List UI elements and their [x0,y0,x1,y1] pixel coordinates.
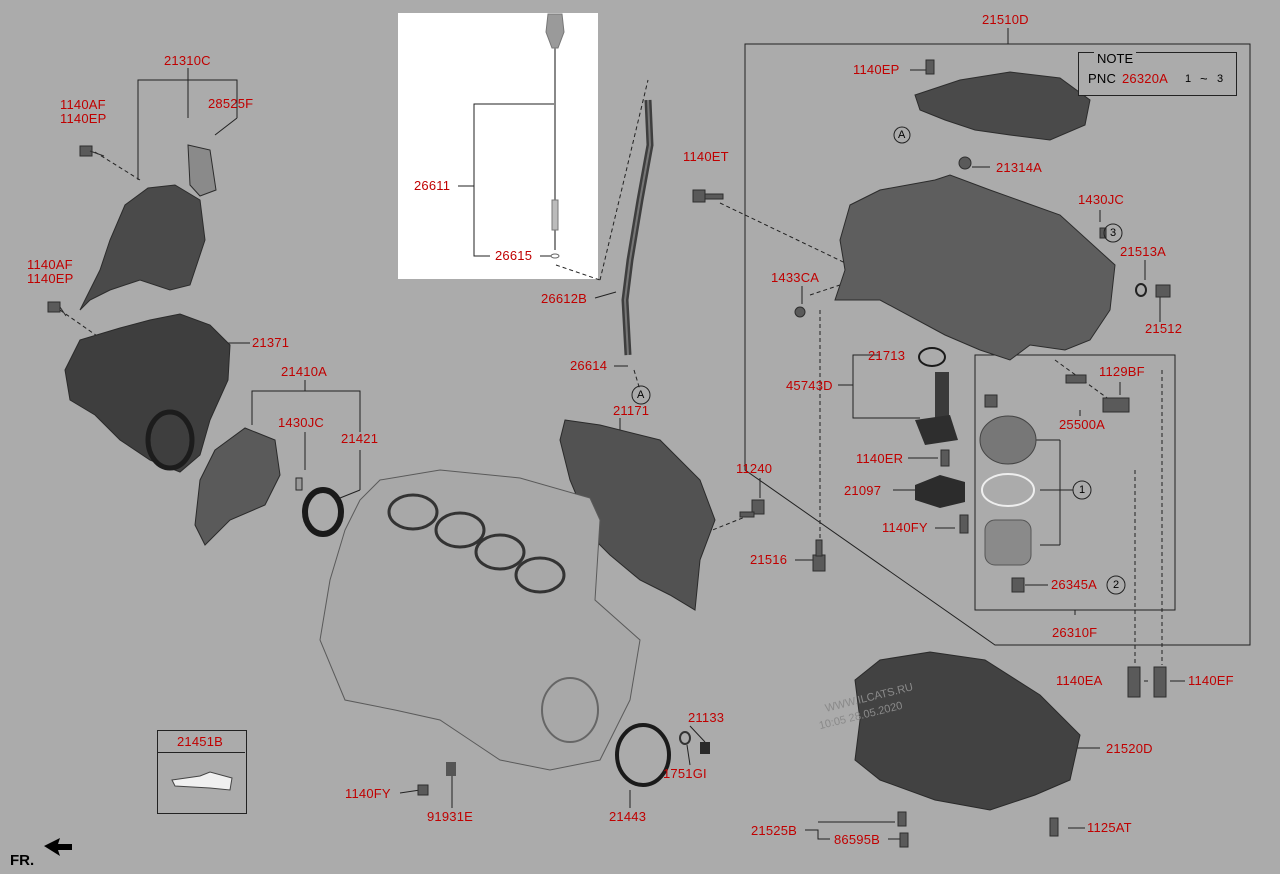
callout-2: 2 [1113,579,1120,591]
part-1140EP-upper[interactable]: 1140EP [60,111,107,126]
part-21314A[interactable]: 21314A [996,160,1043,175]
part-86595B[interactable]: 86595B [834,832,881,847]
part-1433CA[interactable]: 1433CA [771,270,820,285]
part-21171[interactable]: 21171 [613,403,650,418]
note-range-sep: ~ [1200,71,1208,86]
part-21512[interactable]: 21512 [1145,321,1183,336]
part-26611[interactable]: 26611 [414,178,451,193]
part-91931E[interactable]: 91931E [427,809,474,824]
part-26612B[interactable]: 26612B [541,291,588,306]
part-21516[interactable]: 21516 [750,552,788,567]
inset-title-row [157,730,245,753]
part-21133[interactable]: 21133 [688,710,725,725]
part-26614[interactable]: 26614 [570,358,608,373]
dipstick-panel [398,13,598,279]
inset-frame [157,730,247,814]
part-1140AF-lower[interactable]: 1140AF [27,257,73,272]
part-11240[interactable]: 11240 [736,461,773,476]
part-21510D[interactable]: 21510D [982,12,1029,27]
part-21713[interactable]: 21713 [868,348,906,363]
callout-a-upper: A [898,129,906,141]
part-1140ET[interactable]: 1140ET [683,149,729,164]
front-orientation-label: FR. [10,852,35,869]
part-21421[interactable]: 21421 [341,431,379,446]
note-range-start: 1 [1185,73,1192,85]
part-1140AF-upper[interactable]: 1140AF [60,97,106,112]
part-1125AT[interactable]: 1125AT [1087,820,1132,835]
part-1140EP-lower[interactable]: 1140EP [27,271,74,286]
part-1140EP-pan[interactable]: 1140EP [853,62,900,77]
note-title: NOTE [1094,52,1137,66]
callout-1: 1 [1079,484,1086,496]
note-pnc-code[interactable]: 26320A [1122,71,1169,86]
part-1430JC-right[interactable]: 1430JC [1078,192,1125,207]
callout-3: 3 [1110,227,1117,239]
part-26310F[interactable]: 26310F [1052,625,1098,640]
part-21097[interactable]: 21097 [844,483,882,498]
part-28525F[interactable]: 28525F [208,96,254,111]
part-1140EA[interactable]: 1140EA [1056,673,1103,688]
part-26615[interactable]: 26615 [495,248,533,263]
part-21410A[interactable]: 21410A [281,364,328,379]
note-pnc-label: PNC [1088,71,1117,86]
part-21310C[interactable]: 21310C [164,53,211,68]
part-1140EF[interactable]: 1140EF [1188,673,1234,688]
part-21451B[interactable]: 21451B [177,734,224,749]
part-45743D[interactable]: 45743D [786,378,833,393]
part-21520D[interactable]: 21520D [1106,741,1153,756]
part-26345A[interactable]: 26345A [1051,577,1098,592]
part-21513A[interactable]: 21513A [1120,244,1167,259]
part-1751GI[interactable]: 1751GI [663,766,707,781]
part-21371[interactable]: 21371 [252,335,290,350]
part-1430JC-left[interactable]: 1430JC [278,415,325,430]
part-21443[interactable]: 21443 [609,809,647,824]
part-21525B[interactable]: 21525B [751,823,798,838]
callout-a-lower: A [637,389,645,401]
part-1140FY-right[interactable]: 1140FY [882,520,928,535]
part-1140FY-bottom[interactable]: 1140FY [345,786,391,801]
note-range-end: 3 [1217,73,1224,85]
part-1129BF[interactable]: 1129BF [1099,364,1145,379]
part-1140ER[interactable]: 1140ER [856,451,904,466]
part-25500A[interactable]: 25500A [1059,417,1106,432]
